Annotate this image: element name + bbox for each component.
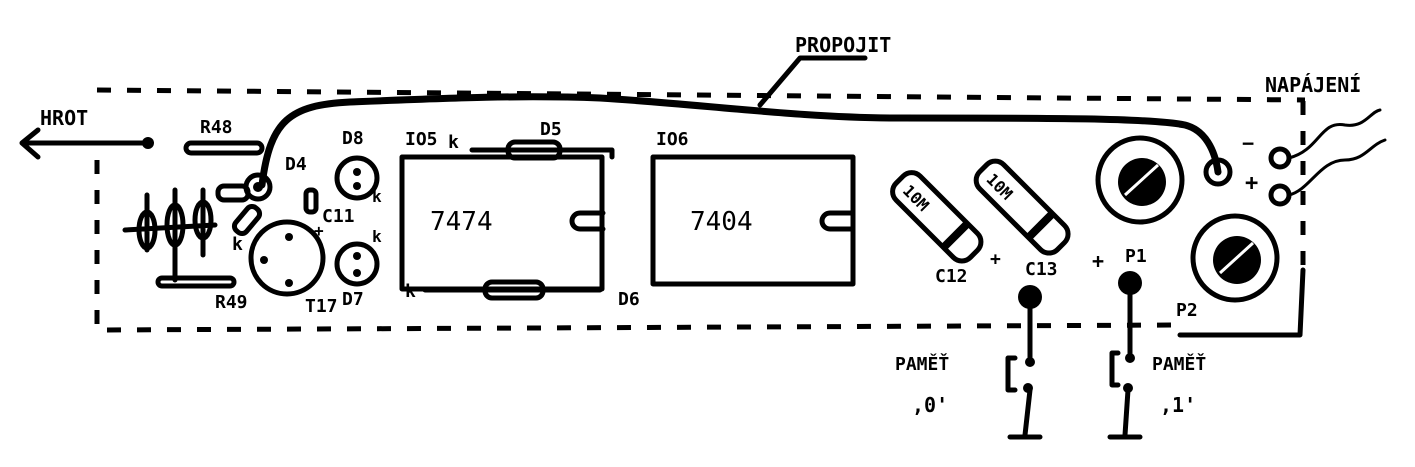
pamet0-label-line2: ,0' <box>912 393 948 417</box>
via-pad <box>243 172 273 202</box>
t17-label: T17 <box>305 296 338 317</box>
pamet0-label-line1: PAMĚŤ <box>895 353 949 375</box>
c11-label: C11 <box>322 206 355 227</box>
memory-switch-1 <box>1107 271 1143 440</box>
diode-d4 <box>231 203 263 237</box>
d5-cathode-label: k <box>448 132 459 153</box>
power-pad-minus <box>1268 146 1292 170</box>
r49-label: R49 <box>215 292 248 313</box>
d6-label: D6 <box>618 289 640 310</box>
d4-cathode-label: k <box>232 234 243 255</box>
minus-sign: − <box>1242 131 1254 155</box>
p2-label: P2 <box>1176 300 1198 321</box>
capacitor-c11 <box>303 187 319 215</box>
io6-type: 7404 <box>690 207 753 237</box>
d7-cathode-label: k <box>372 227 382 246</box>
d4-label: D4 <box>285 154 307 175</box>
capacitor-c13: 10M <box>973 158 1071 256</box>
diode-d8 <box>334 155 380 201</box>
trimmer-p2 <box>1190 213 1280 303</box>
diode-d6 <box>482 279 546 301</box>
small-resistors <box>122 183 251 283</box>
d8-cathode-label: k <box>372 187 382 206</box>
jumper-wire: PROPOJIT <box>258 33 1222 189</box>
trimmer-p1 <box>1095 135 1185 225</box>
d8-label: D8 <box>342 128 364 149</box>
power-pad-plus <box>1268 183 1292 207</box>
probe-output: HROT <box>19 106 154 160</box>
resistor-r49 <box>155 275 237 289</box>
diode-d5 <box>505 139 563 161</box>
pamet1-label-line2: ,1' <box>1160 393 1196 417</box>
c13-label: C13 <box>1025 259 1058 280</box>
wire-pad <box>1203 157 1233 187</box>
io5-label: IO5 <box>405 129 438 150</box>
transistor-t17 <box>248 219 326 297</box>
io5-type: 7474 <box>430 207 493 237</box>
memory-switch-0 <box>1005 285 1043 440</box>
capacitor-c12: 10M <box>890 170 984 264</box>
propojit-label: PROPOJIT <box>795 33 891 57</box>
diode-d7 <box>334 241 380 287</box>
r48-label: R48 <box>200 117 233 138</box>
napajeni-label: NAPÁJENÍ <box>1265 73 1361 97</box>
c12-label: C12 <box>935 266 968 287</box>
hrot-label: HROT <box>40 106 88 130</box>
board-outline <box>94 87 1306 338</box>
c12-plus: + <box>990 249 1001 270</box>
ic-io6 <box>650 154 856 287</box>
p1-label: P1 <box>1125 246 1147 267</box>
pamet1-label-line1: PAMĚŤ <box>1152 353 1206 375</box>
d5-label: D5 <box>540 119 562 140</box>
c13-plus: + <box>1092 249 1104 273</box>
d7-label: D7 <box>342 289 364 310</box>
c11-plus: + <box>314 221 324 240</box>
d6-cathode-label: k <box>405 281 416 302</box>
resistor-r48 <box>183 140 265 156</box>
plus-sign: + <box>1245 171 1258 196</box>
io6-label: IO6 <box>656 129 689 150</box>
